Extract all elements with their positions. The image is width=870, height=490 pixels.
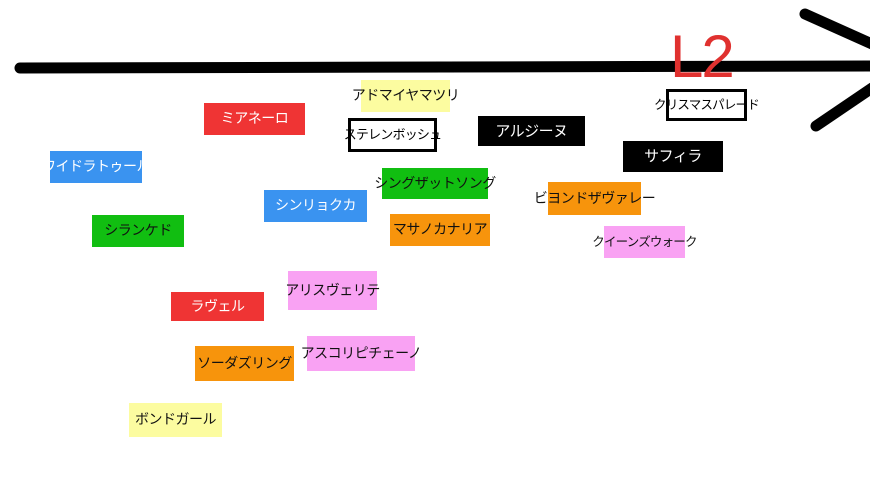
tag-queens-walk: クイーンズウォーク bbox=[592, 226, 698, 258]
axis-line bbox=[14, 60, 870, 74]
tag-alice-verite: アリスヴェリテ bbox=[285, 271, 380, 310]
tag-christmas-parade: クリスマスパレード bbox=[654, 89, 760, 121]
tag-stellenbosch: ステレンボッシュ bbox=[344, 118, 442, 152]
tag-ascoli-piceno: アスコリピチェーノ bbox=[301, 336, 422, 371]
tag-shiranked: シランケド bbox=[92, 215, 184, 247]
tag-algine: アルジーヌ bbox=[478, 116, 585, 146]
tag-wide-latour: ワイドラトゥール bbox=[42, 151, 151, 183]
tag-shinryokuka: シンリョクカ bbox=[264, 190, 367, 222]
tag-mianero: ミアネーロ bbox=[204, 103, 305, 135]
axis-label: L2 bbox=[670, 23, 735, 90]
tag-beyond-the-valley: ビヨンドザヴァレー bbox=[534, 182, 656, 215]
tag-soda-zling: ソーダズリング bbox=[195, 346, 294, 381]
tag-bond-girl: ボンドガール bbox=[129, 403, 222, 437]
tag-saphira: サフィラ bbox=[623, 141, 723, 172]
tag-ravel: ラヴェル bbox=[171, 292, 264, 321]
tag-sing-that-song: シングザットソング bbox=[374, 168, 496, 199]
tag-admire-matsuri: アドマイヤマツリ bbox=[352, 80, 460, 112]
tag-masano-canaria: マサノカナリア bbox=[390, 214, 490, 246]
arrowhead-lower bbox=[810, 82, 870, 132]
arrowhead-upper bbox=[799, 8, 870, 50]
